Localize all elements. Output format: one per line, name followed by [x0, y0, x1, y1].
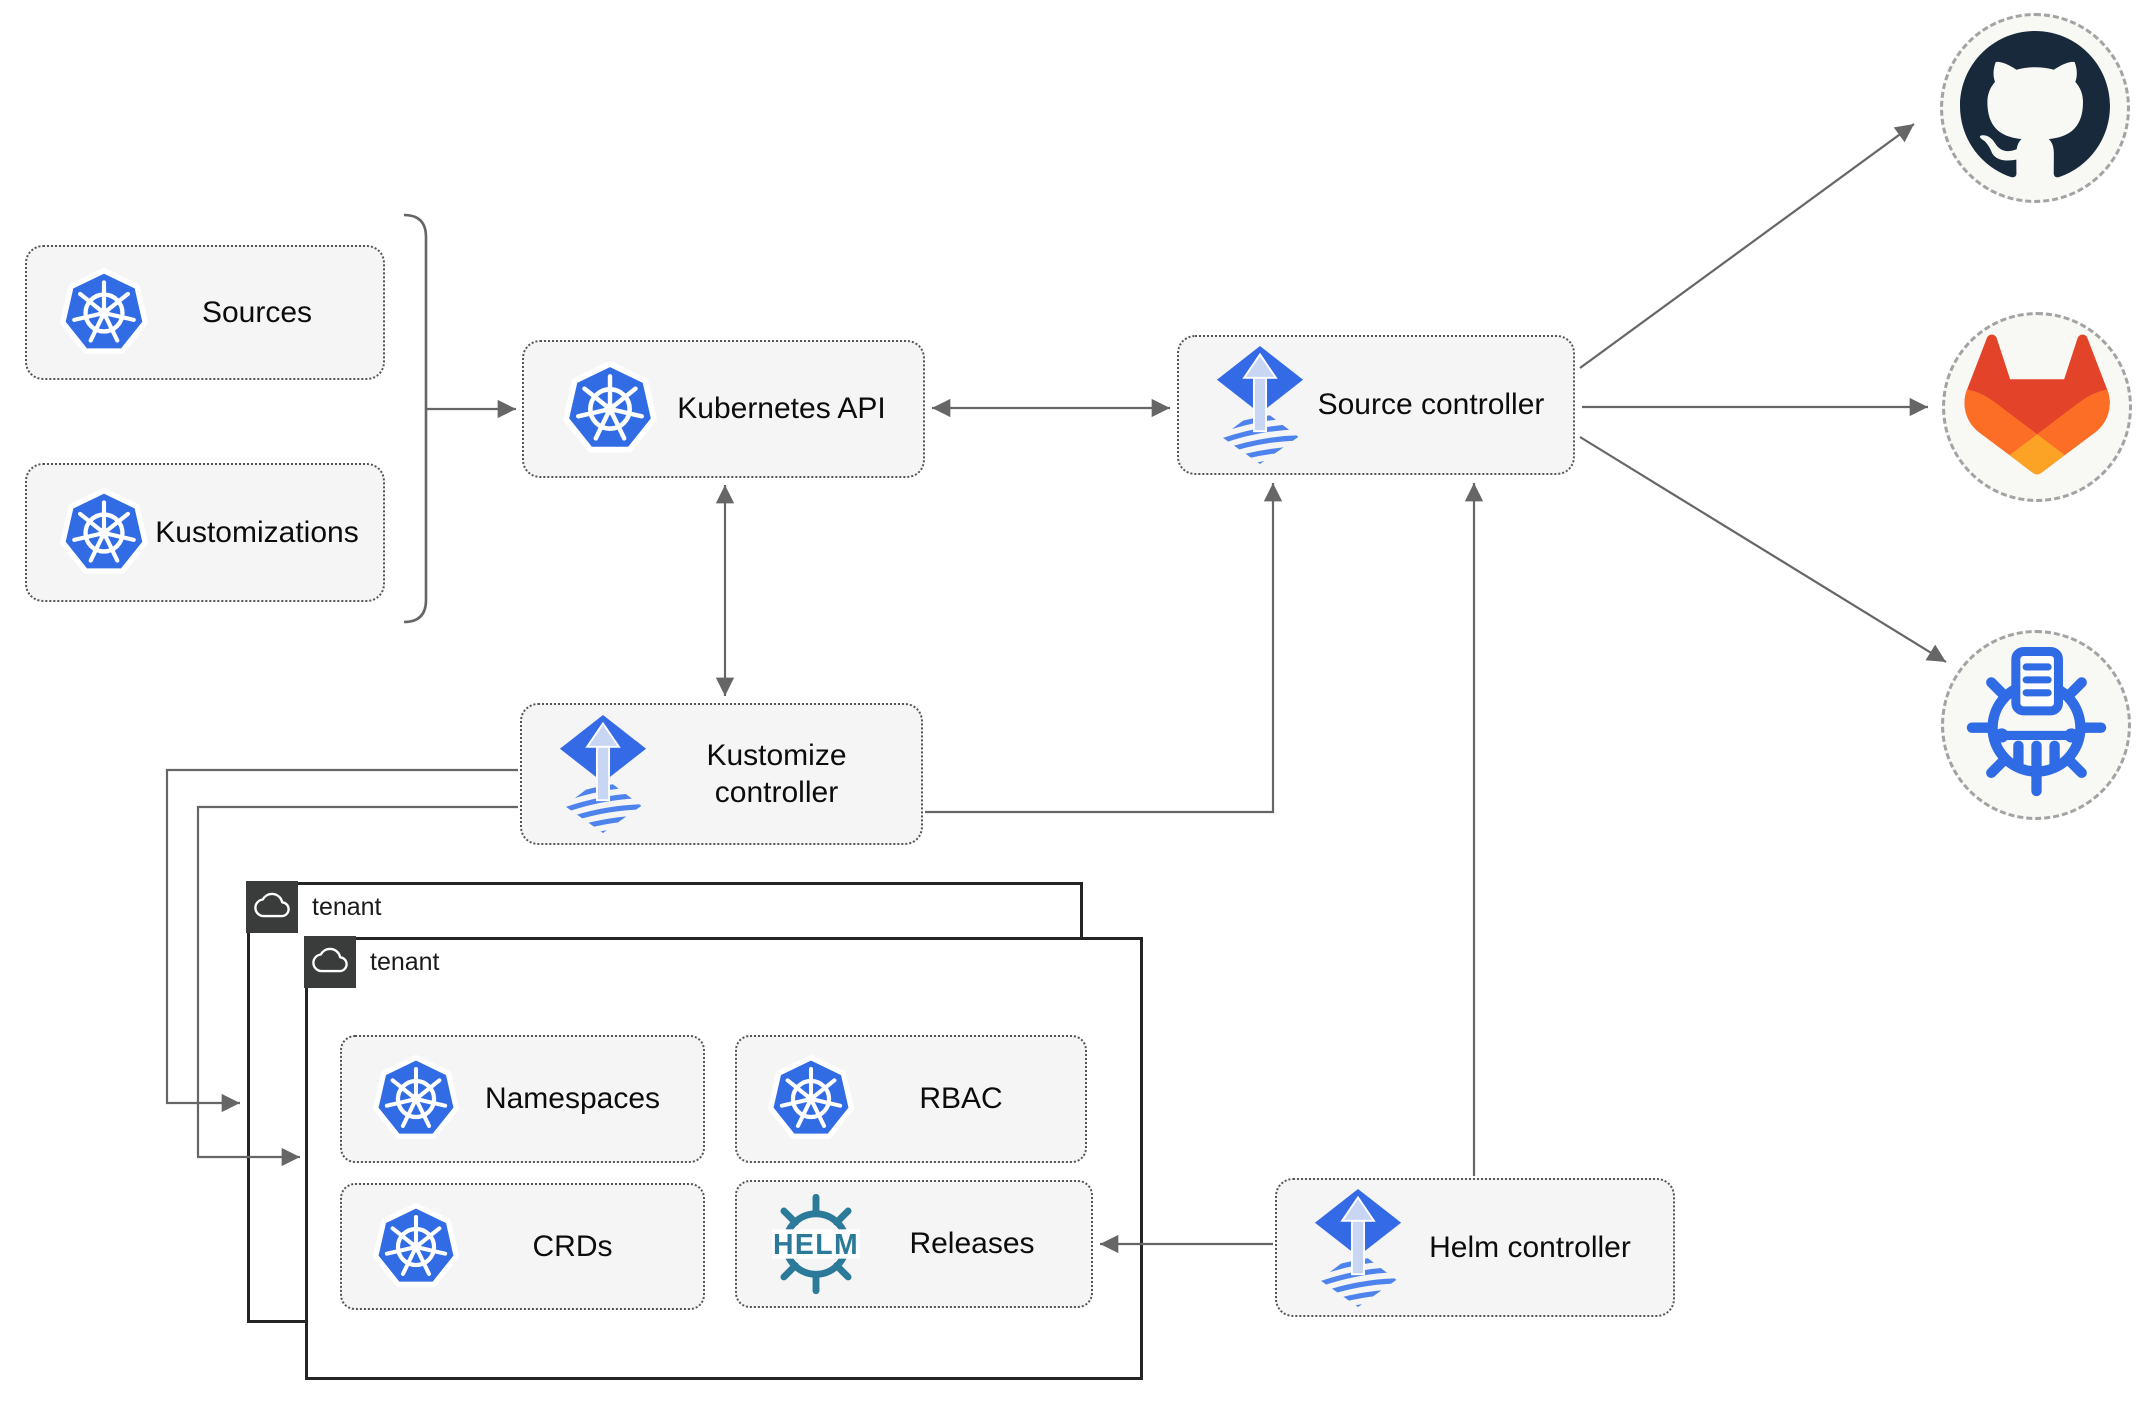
cloud-icon: [254, 891, 290, 924]
node-helm-controller-label: Helm controller: [1429, 1230, 1631, 1264]
github-icon: [1960, 31, 2110, 186]
edge-source-controller-to-github: [1579, 123, 1915, 369]
node-namespaces: Namespaces: [340, 1035, 705, 1163]
edge-source-controller-to-chartmuseum: [1579, 436, 1947, 663]
node-sources-label: Sources: [201, 295, 313, 329]
node-rbac-label: RBAC: [919, 1082, 1003, 1116]
node-source-controller: Source controller: [1177, 335, 1575, 475]
tenant-front-tab: [304, 936, 356, 988]
flux-icon: [1311, 1189, 1405, 1307]
cloud-icon: [312, 946, 348, 979]
node-releases-label: Releases: [909, 1227, 1035, 1261]
node-sources: Sources: [25, 245, 385, 380]
node-helm-controller: Helm controller: [1275, 1178, 1675, 1317]
node-kubernetes-api-label: Kubernetes API: [677, 392, 886, 426]
node-releases: Releases: [735, 1180, 1093, 1308]
kubernetes-icon: [372, 1055, 460, 1143]
node-namespaces-label: Namespaces: [484, 1082, 661, 1116]
kubernetes-icon: [767, 1055, 855, 1143]
kubernetes-icon: [372, 1203, 460, 1291]
node-crds-label: CRDs: [532, 1229, 613, 1263]
node-crds: CRDs: [340, 1183, 705, 1310]
endpoint-gitlab: [1942, 312, 2132, 502]
node-kustomizations-label: Kustomizations: [155, 515, 359, 549]
tenant-back-label: tenant: [312, 893, 382, 921]
kubernetes-icon: [59, 268, 149, 358]
node-kubernetes-api: Kubernetes API: [522, 340, 925, 478]
tenant-back-tab: [246, 881, 298, 933]
node-source-controller-label: Source controller: [1317, 388, 1545, 422]
chartmuseum-icon: [1959, 645, 2114, 805]
edge-bracket-sources-group: [403, 213, 428, 624]
flux-icon: [556, 715, 650, 833]
endpoint-github: [1940, 13, 2130, 203]
flux-icon: [1213, 346, 1307, 464]
node-rbac: RBAC: [735, 1035, 1087, 1163]
node-kustomizations: Kustomizations: [25, 463, 385, 602]
helm-icon: [761, 1189, 871, 1299]
endpoint-chartmuseum: [1941, 630, 2131, 820]
node-kustomize-controller: Kustomize controller: [520, 703, 923, 845]
kubernetes-icon: [59, 488, 149, 578]
gitlab-icon: [1960, 332, 2115, 482]
tenant-front-label: tenant: [370, 948, 440, 976]
edge-kustomize-controller-to-source-controller: [925, 483, 1283, 814]
kubernetes-icon: [562, 361, 658, 457]
node-kustomize-controller-label: Kustomize controller: [706, 738, 847, 810]
